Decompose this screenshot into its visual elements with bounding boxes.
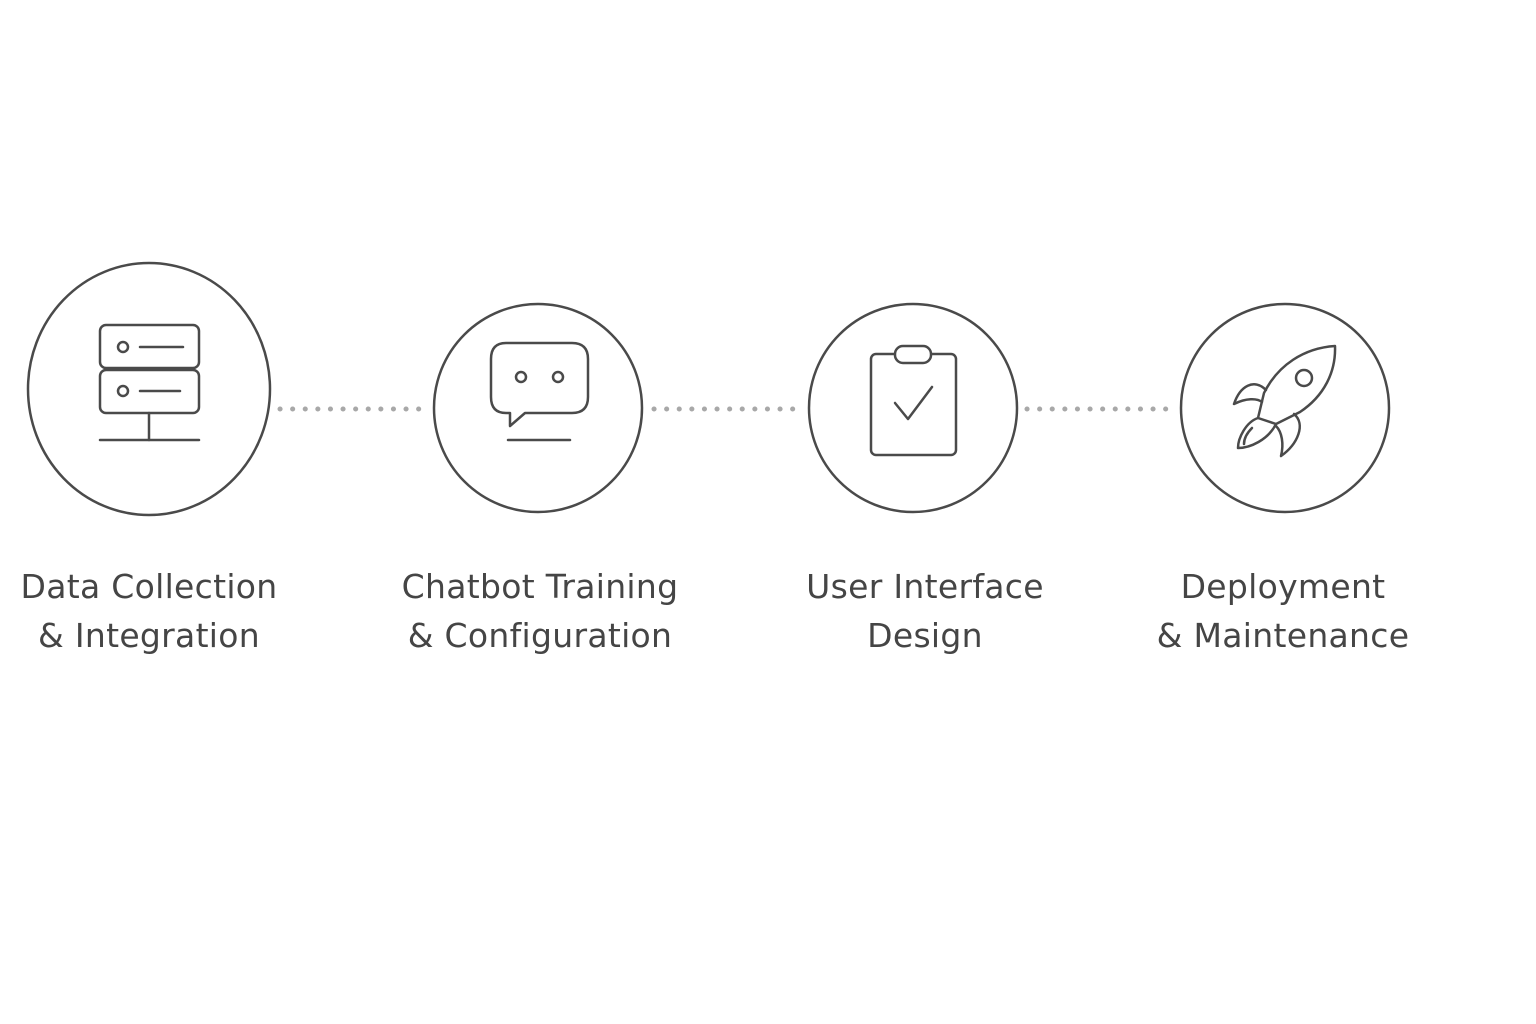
step-3-label-line2: Design — [867, 616, 983, 655]
step-2-label: Chatbot Training & Configuration — [370, 562, 710, 660]
step-3-circle — [807, 302, 1019, 514]
chat-bubble-icon — [489, 341, 590, 442]
step-2-label-line1: Chatbot Training — [401, 567, 679, 606]
rocket-icon — [1232, 344, 1337, 458]
step-1-label-line2: & Integration — [38, 616, 260, 655]
step-1-circle — [26, 261, 272, 517]
step-1-label-line1: Data Collection — [20, 567, 278, 606]
step-3-node — [807, 302, 1019, 514]
step-3-label: User Interface Design — [755, 562, 1095, 660]
step-3-label-line1: User Interface — [806, 567, 1044, 606]
step-4-node — [1179, 302, 1391, 514]
step-2-circle — [432, 302, 644, 514]
step-4-label-line1: Deployment — [1180, 567, 1386, 606]
server-icon — [98, 323, 201, 442]
step-4-label: Deployment & Maintenance — [1113, 562, 1453, 660]
step-4-label-line2: & Maintenance — [1156, 616, 1410, 655]
step-1-node — [26, 261, 272, 517]
step-4-circle — [1179, 302, 1391, 514]
step-2-label-line2: & Configuration — [407, 616, 673, 655]
clipboard-check-icon — [869, 344, 958, 457]
step-2-node — [432, 302, 644, 514]
step-1-label: Data Collection & Integration — [0, 562, 319, 660]
